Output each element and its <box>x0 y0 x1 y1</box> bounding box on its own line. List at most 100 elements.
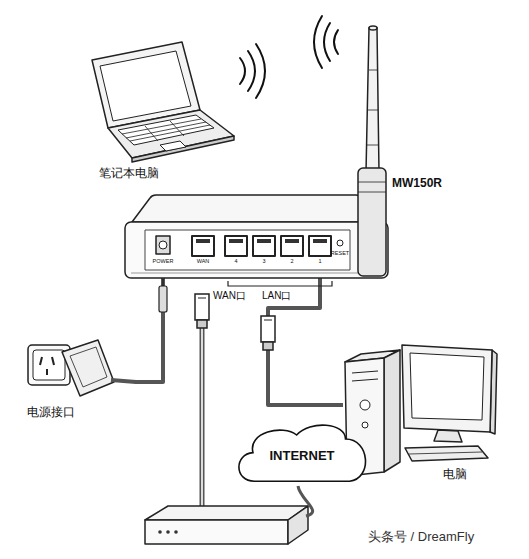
wave-arc <box>248 51 255 91</box>
reset-light <box>362 422 368 428</box>
rj45-head <box>261 316 275 342</box>
wave-arc <box>314 16 322 68</box>
wan-plug <box>195 294 209 328</box>
port-group-label: WAN口 <box>213 290 246 302</box>
computer-node: 电脑 <box>343 343 499 465</box>
antenna <box>366 26 379 172</box>
device-label: 电脑 <box>443 468 467 482</box>
rj45-contacts <box>198 298 206 299</box>
port-pins <box>285 239 299 243</box>
antenna-base <box>358 168 386 276</box>
port-number: 3 <box>262 258 265 264</box>
tower-side <box>384 350 400 472</box>
modem-side <box>288 506 308 544</box>
reset-button <box>337 240 343 246</box>
antenna-band <box>358 182 386 183</box>
power-button <box>360 400 370 410</box>
router-shade <box>131 273 382 274</box>
router-top <box>132 195 385 222</box>
modem-drawing <box>145 506 308 544</box>
key-row <box>409 452 482 454</box>
key-row <box>122 119 201 134</box>
power-port <box>156 236 170 254</box>
key-column <box>170 121 184 136</box>
drive-slot <box>352 371 378 373</box>
laptop-keyboard <box>118 115 214 145</box>
adapter-body <box>62 340 114 396</box>
monitor-body <box>402 345 492 432</box>
port-label: RESET <box>331 250 349 256</box>
power-adapter-drawing <box>28 340 136 396</box>
laptop-drawing <box>92 42 234 162</box>
router-drawing <box>125 195 388 278</box>
adapter-face <box>70 347 107 387</box>
socket-hole <box>40 357 42 365</box>
modem-front <box>145 520 288 544</box>
port-number: 1 <box>318 258 321 264</box>
key-row <box>126 122 206 138</box>
antenna-rib <box>368 110 378 111</box>
port-pins <box>257 239 271 243</box>
port-number: 2 <box>290 258 293 264</box>
antenna-rib <box>369 70 377 71</box>
port-pins <box>313 239 327 243</box>
modem-led <box>166 530 170 534</box>
watermark: 头条号 / DreamFly <box>368 530 474 545</box>
laptop-touchpad <box>160 141 186 151</box>
model-name: MW150R <box>392 177 442 191</box>
wave-arc <box>334 30 338 54</box>
antenna-band <box>358 192 386 193</box>
internet-cloud: INTERNET <box>232 418 372 490</box>
wave-arc <box>256 44 265 98</box>
lan-port <box>225 236 247 256</box>
port-pins <box>196 239 210 243</box>
computer-drawing <box>345 345 497 476</box>
lan-port <box>309 236 331 256</box>
adapter-cord <box>111 380 136 382</box>
device-label: 笔记本电脑 <box>99 167 159 181</box>
wan-port <box>192 236 214 256</box>
wan-cable-core <box>201 326 203 507</box>
rj45-boot <box>263 342 273 350</box>
laptop-screen <box>100 51 191 121</box>
device-label: 电源接口 <box>27 406 75 420</box>
router-back <box>125 222 388 278</box>
port-label: POWER <box>153 258 174 264</box>
antenna-rib <box>367 145 379 146</box>
rj45-head <box>195 294 209 320</box>
monitor-stand <box>434 430 462 442</box>
port-panel <box>145 230 350 270</box>
plug-body <box>159 286 167 312</box>
socket-hole <box>46 369 48 375</box>
antenna-shaft <box>366 28 379 172</box>
rj45-contacts <box>264 320 272 321</box>
port-number: 4 <box>234 258 237 264</box>
wireless-waves <box>240 16 338 98</box>
modem-top <box>145 506 308 520</box>
rj45-boot <box>197 320 207 328</box>
port-label: WAN <box>197 258 210 264</box>
wave-arc <box>240 58 245 84</box>
router-node: MW150R <box>122 195 390 278</box>
socket-hole <box>52 357 54 365</box>
lan-plug <box>261 316 275 350</box>
socket-face <box>33 350 65 380</box>
lan-port <box>281 236 303 256</box>
drive-slot <box>352 379 378 381</box>
laptop-node: 笔记本电脑 <box>85 40 237 164</box>
port-pins <box>229 239 243 243</box>
wan-cable <box>200 326 205 507</box>
key-column <box>145 126 158 141</box>
keyboard <box>405 446 488 461</box>
power-socket <box>159 241 167 249</box>
cloud-label: INTERNET <box>232 449 372 464</box>
modem-led <box>174 530 178 534</box>
modem-led <box>158 530 162 534</box>
internet-line <box>298 486 313 516</box>
lan-bracket <box>228 281 332 286</box>
monitor-screen <box>410 353 484 420</box>
power-adapter-node: 电源接口 <box>55 336 135 400</box>
wave-arc <box>324 23 330 61</box>
